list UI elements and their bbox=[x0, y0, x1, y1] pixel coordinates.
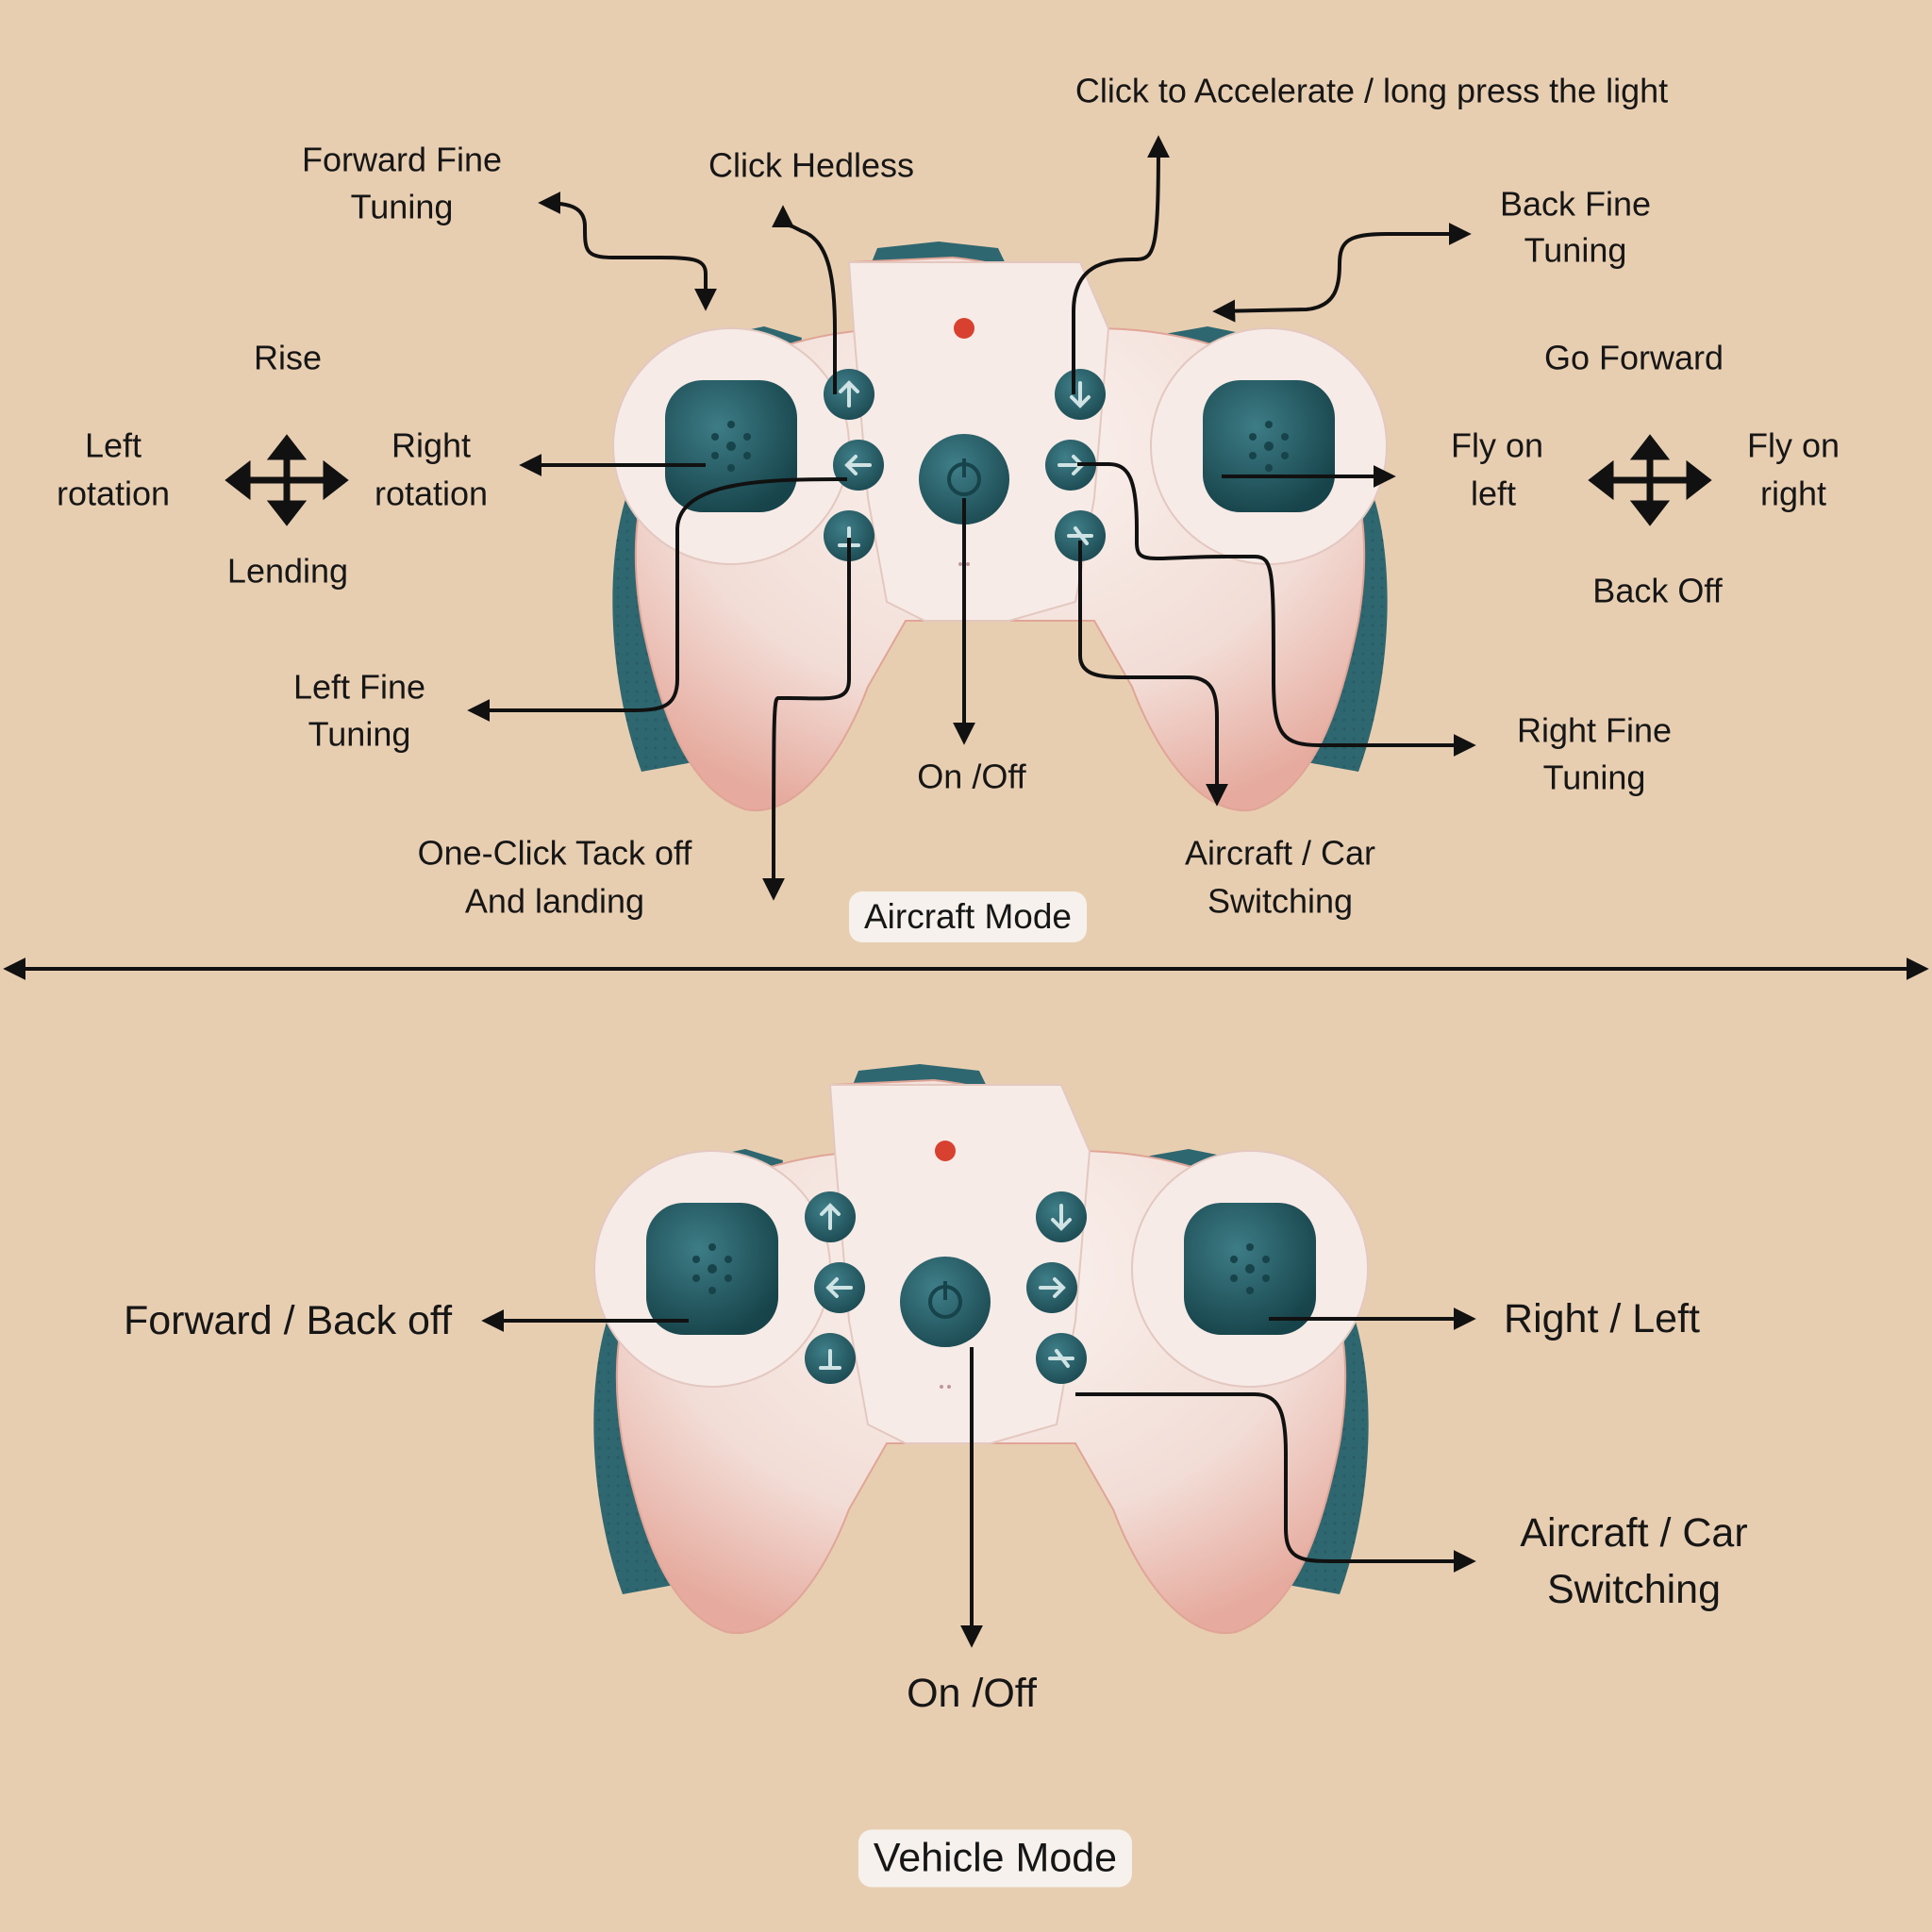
label-takeoff-2: And landing bbox=[464, 881, 645, 921]
label-switching-vehicle-2: Switching bbox=[1546, 1567, 1722, 1613]
label-left-rotation-1: Left bbox=[84, 425, 142, 465]
label-headless: Click Hedless bbox=[708, 145, 915, 185]
label-back-fine-2: Tuning bbox=[1524, 230, 1627, 270]
leader-lines-aircraft bbox=[467, 135, 1476, 901]
label-on-off-vehicle: On /Off bbox=[907, 1671, 1037, 1717]
label-fly-left-2: left bbox=[1470, 474, 1517, 513]
label-right-left: Right / Left bbox=[1504, 1296, 1700, 1342]
label-switching-2: Switching bbox=[1207, 881, 1354, 921]
label-fly-right-2: right bbox=[1759, 474, 1827, 513]
label-left-fine-2: Tuning bbox=[308, 714, 411, 754]
label-back-off: Back Off bbox=[1592, 571, 1723, 610]
mode-badge-vehicle: Vehicle Mode bbox=[858, 1829, 1133, 1888]
label-forward-back: Forward / Back off bbox=[123, 1298, 453, 1344]
label-takeoff-1: One-Click Tack off bbox=[417, 833, 692, 873]
label-right-rotation-2: rotation bbox=[374, 474, 489, 513]
move-cross-icon bbox=[225, 434, 349, 526]
label-go-forward: Go Forward bbox=[1543, 338, 1724, 377]
label-lending: Lending bbox=[226, 551, 349, 591]
label-right-rotation-1: Right bbox=[391, 425, 472, 465]
leader-right-fine bbox=[1077, 462, 1476, 757]
label-rise: Rise bbox=[253, 338, 323, 377]
move-cross-icon bbox=[1588, 434, 1712, 526]
label-right-fine-2: Tuning bbox=[1542, 758, 1646, 797]
mode-badge-aircraft: Aircraft Mode bbox=[848, 891, 1088, 942]
controller-aircraft bbox=[610, 240, 1390, 813]
leader-switching bbox=[1078, 541, 1228, 807]
label-forward-fine-1: Forward Fine bbox=[301, 140, 503, 179]
label-back-fine-1: Back Fine bbox=[1499, 184, 1652, 224]
label-right-fine-1: Right Fine bbox=[1516, 710, 1673, 750]
label-on-off-aircraft: On /Off bbox=[917, 757, 1026, 796]
leader-headless bbox=[772, 205, 837, 394]
leader-takeoff bbox=[762, 538, 851, 901]
label-switching-1: Aircraft / Car bbox=[1184, 833, 1376, 873]
leader-forward-fine bbox=[538, 192, 717, 311]
label-fly-left-1: Fly on bbox=[1450, 425, 1544, 465]
label-fly-right-1: Fly on bbox=[1746, 425, 1840, 465]
leader-lines-vehicle bbox=[481, 1307, 1476, 1648]
leader-accelerate bbox=[1072, 135, 1170, 394]
leader-back-fine bbox=[1212, 223, 1472, 323]
label-left-rotation-2: rotation bbox=[56, 474, 171, 513]
label-accelerate: Click to Accelerate / long press the lig… bbox=[1074, 71, 1669, 110]
label-left-fine-1: Left Fine bbox=[292, 667, 426, 707]
label-switching-vehicle-1: Aircraft / Car bbox=[1520, 1510, 1748, 1557]
label-forward-fine-2: Tuning bbox=[350, 187, 454, 226]
leader-left-fine bbox=[467, 477, 848, 722]
controller-vehicle bbox=[591, 1062, 1371, 1636]
leader-switching-vehicle bbox=[1075, 1392, 1476, 1573]
